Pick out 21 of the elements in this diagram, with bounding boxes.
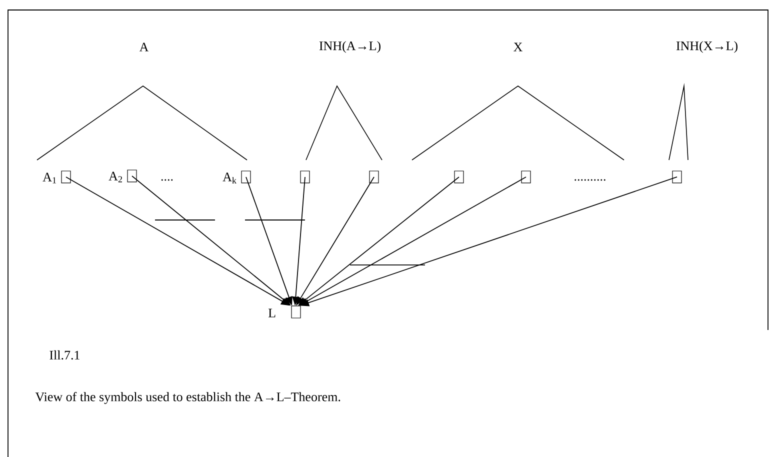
tree-label: INH(X→L): [676, 41, 738, 53]
caption: View of the symbols used to establish the A→L–Theorem.: [35, 392, 340, 404]
box-label: A$_{2}$: [108, 172, 122, 182]
small-box: [127, 170, 137, 182]
small-box: [241, 170, 251, 184]
tree-label: INH(A→L): [319, 41, 380, 53]
tree-label: A: [139, 42, 149, 52]
small-box: [369, 170, 379, 184]
box-label: L: [268, 308, 276, 318]
small-box: [300, 170, 310, 184]
small-box: [291, 306, 301, 318]
ellipsis: ..........: [574, 179, 606, 181]
small-box: [61, 170, 71, 184]
ellipsis: ....: [161, 179, 173, 181]
small-box: [672, 170, 682, 184]
small-box: [521, 170, 531, 184]
box-label: A$_{k}$: [222, 172, 236, 184]
box-label: A$_{1}$: [42, 172, 56, 184]
tree-label: X: [514, 42, 522, 52]
small-box: [454, 170, 464, 184]
figure-number: Ill.7.1: [50, 350, 80, 360]
